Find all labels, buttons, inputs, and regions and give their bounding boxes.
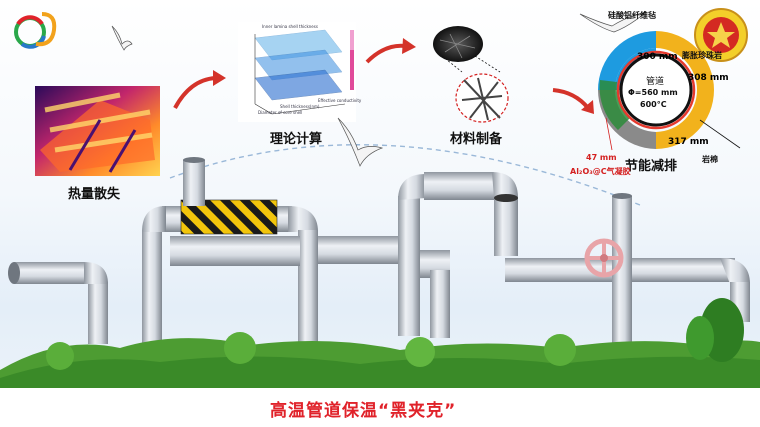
ring-layer-4-thickness: 47 mm	[586, 153, 617, 162]
chart-z-label: Effective conductivity	[318, 98, 362, 103]
arrow-1-head	[213, 70, 226, 86]
dashed-arc	[169, 144, 641, 206]
page-caption: 高温管道保温“黑夹克”	[270, 401, 457, 421]
arrow-3-head	[581, 100, 594, 114]
pipeline	[8, 157, 750, 346]
bird-icon	[111, 11, 647, 167]
material-blob	[433, 26, 509, 123]
arrow-2-icon	[365, 43, 406, 64]
stage-theory-label: 理论计算	[270, 132, 323, 147]
arrow-3-icon	[552, 88, 590, 110]
chart-y-label: Shell thickness(nm)	[280, 104, 320, 109]
ring-layer-2-thickness: 308 mm	[688, 73, 729, 83]
ring-center-label: 管道	[646, 77, 665, 87]
greenery	[0, 298, 760, 390]
ring-layer-1-name: 硅酸铝纤维毡	[608, 11, 656, 20]
ring-layer-3-thickness: 317 mm	[668, 137, 709, 147]
valve-icon	[584, 238, 624, 278]
caption-band	[0, 388, 760, 427]
arrow-2-head	[402, 38, 416, 54]
logo-icon	[14, 12, 57, 49]
stage-material-label: 材料制备	[450, 132, 503, 147]
university-seal-icon	[694, 8, 748, 62]
chart-x-label: Diameter of core shell	[258, 110, 303, 115]
insulation-ring	[597, 31, 741, 151]
ring-layer-2-name: 膨胀珍珠岩	[682, 51, 722, 60]
thermal-image	[35, 86, 160, 176]
ring-layer-4-name: Al₂O₃@C气凝胶	[570, 167, 631, 176]
chart-title: Inner lamina shell thickness	[262, 24, 318, 29]
theory-chart	[238, 22, 356, 122]
ring-layer-1-thickness: 300 mm	[637, 52, 678, 62]
ring-temperature: 600°C	[640, 100, 667, 109]
ring-layer-3-name: 岩棉	[702, 155, 718, 164]
stage-heat-loss-label: 热量散失	[68, 187, 121, 202]
ring-diameter: Φ=560 mm	[628, 88, 678, 97]
arrow-1-icon	[173, 76, 216, 109]
stage-energy-label: 节能减排	[625, 159, 678, 174]
